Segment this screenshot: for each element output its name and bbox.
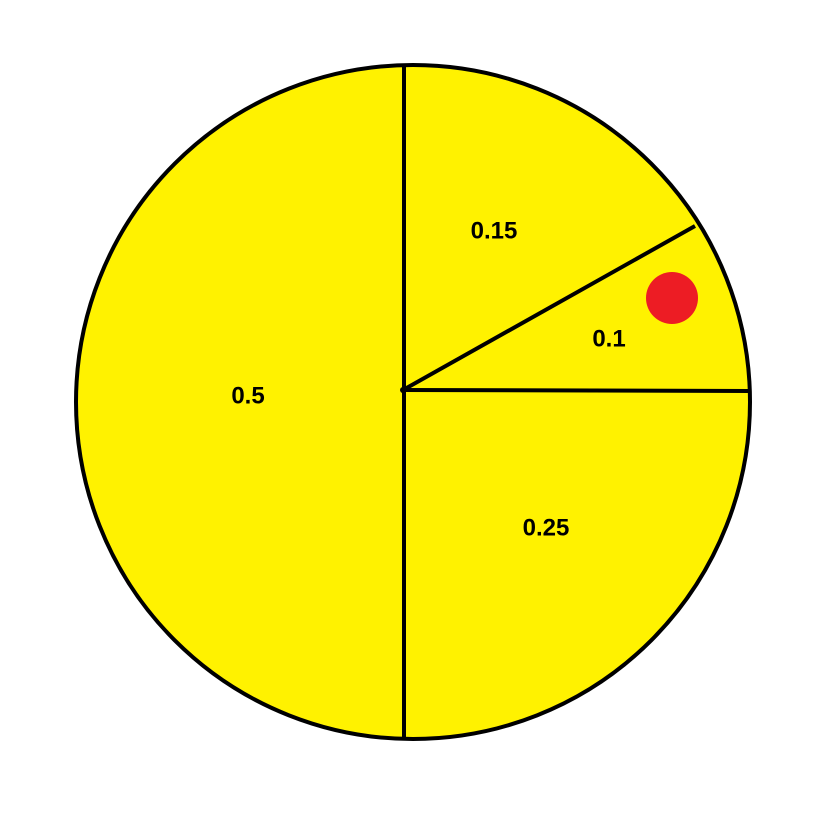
section-label-upper-right: 0.15 bbox=[471, 218, 518, 245]
marker-dot bbox=[646, 272, 698, 324]
divider-upper-right bbox=[402, 224, 696, 392]
spinner-center bbox=[400, 387, 406, 393]
section-label-lower-right: 0.25 bbox=[523, 515, 570, 542]
section-label-left: 0.5 bbox=[231, 383, 264, 410]
spinner-disc bbox=[74, 63, 752, 741]
section-label-small-right: 0.1 bbox=[592, 326, 625, 353]
divider-horizontal-right bbox=[402, 388, 750, 393]
